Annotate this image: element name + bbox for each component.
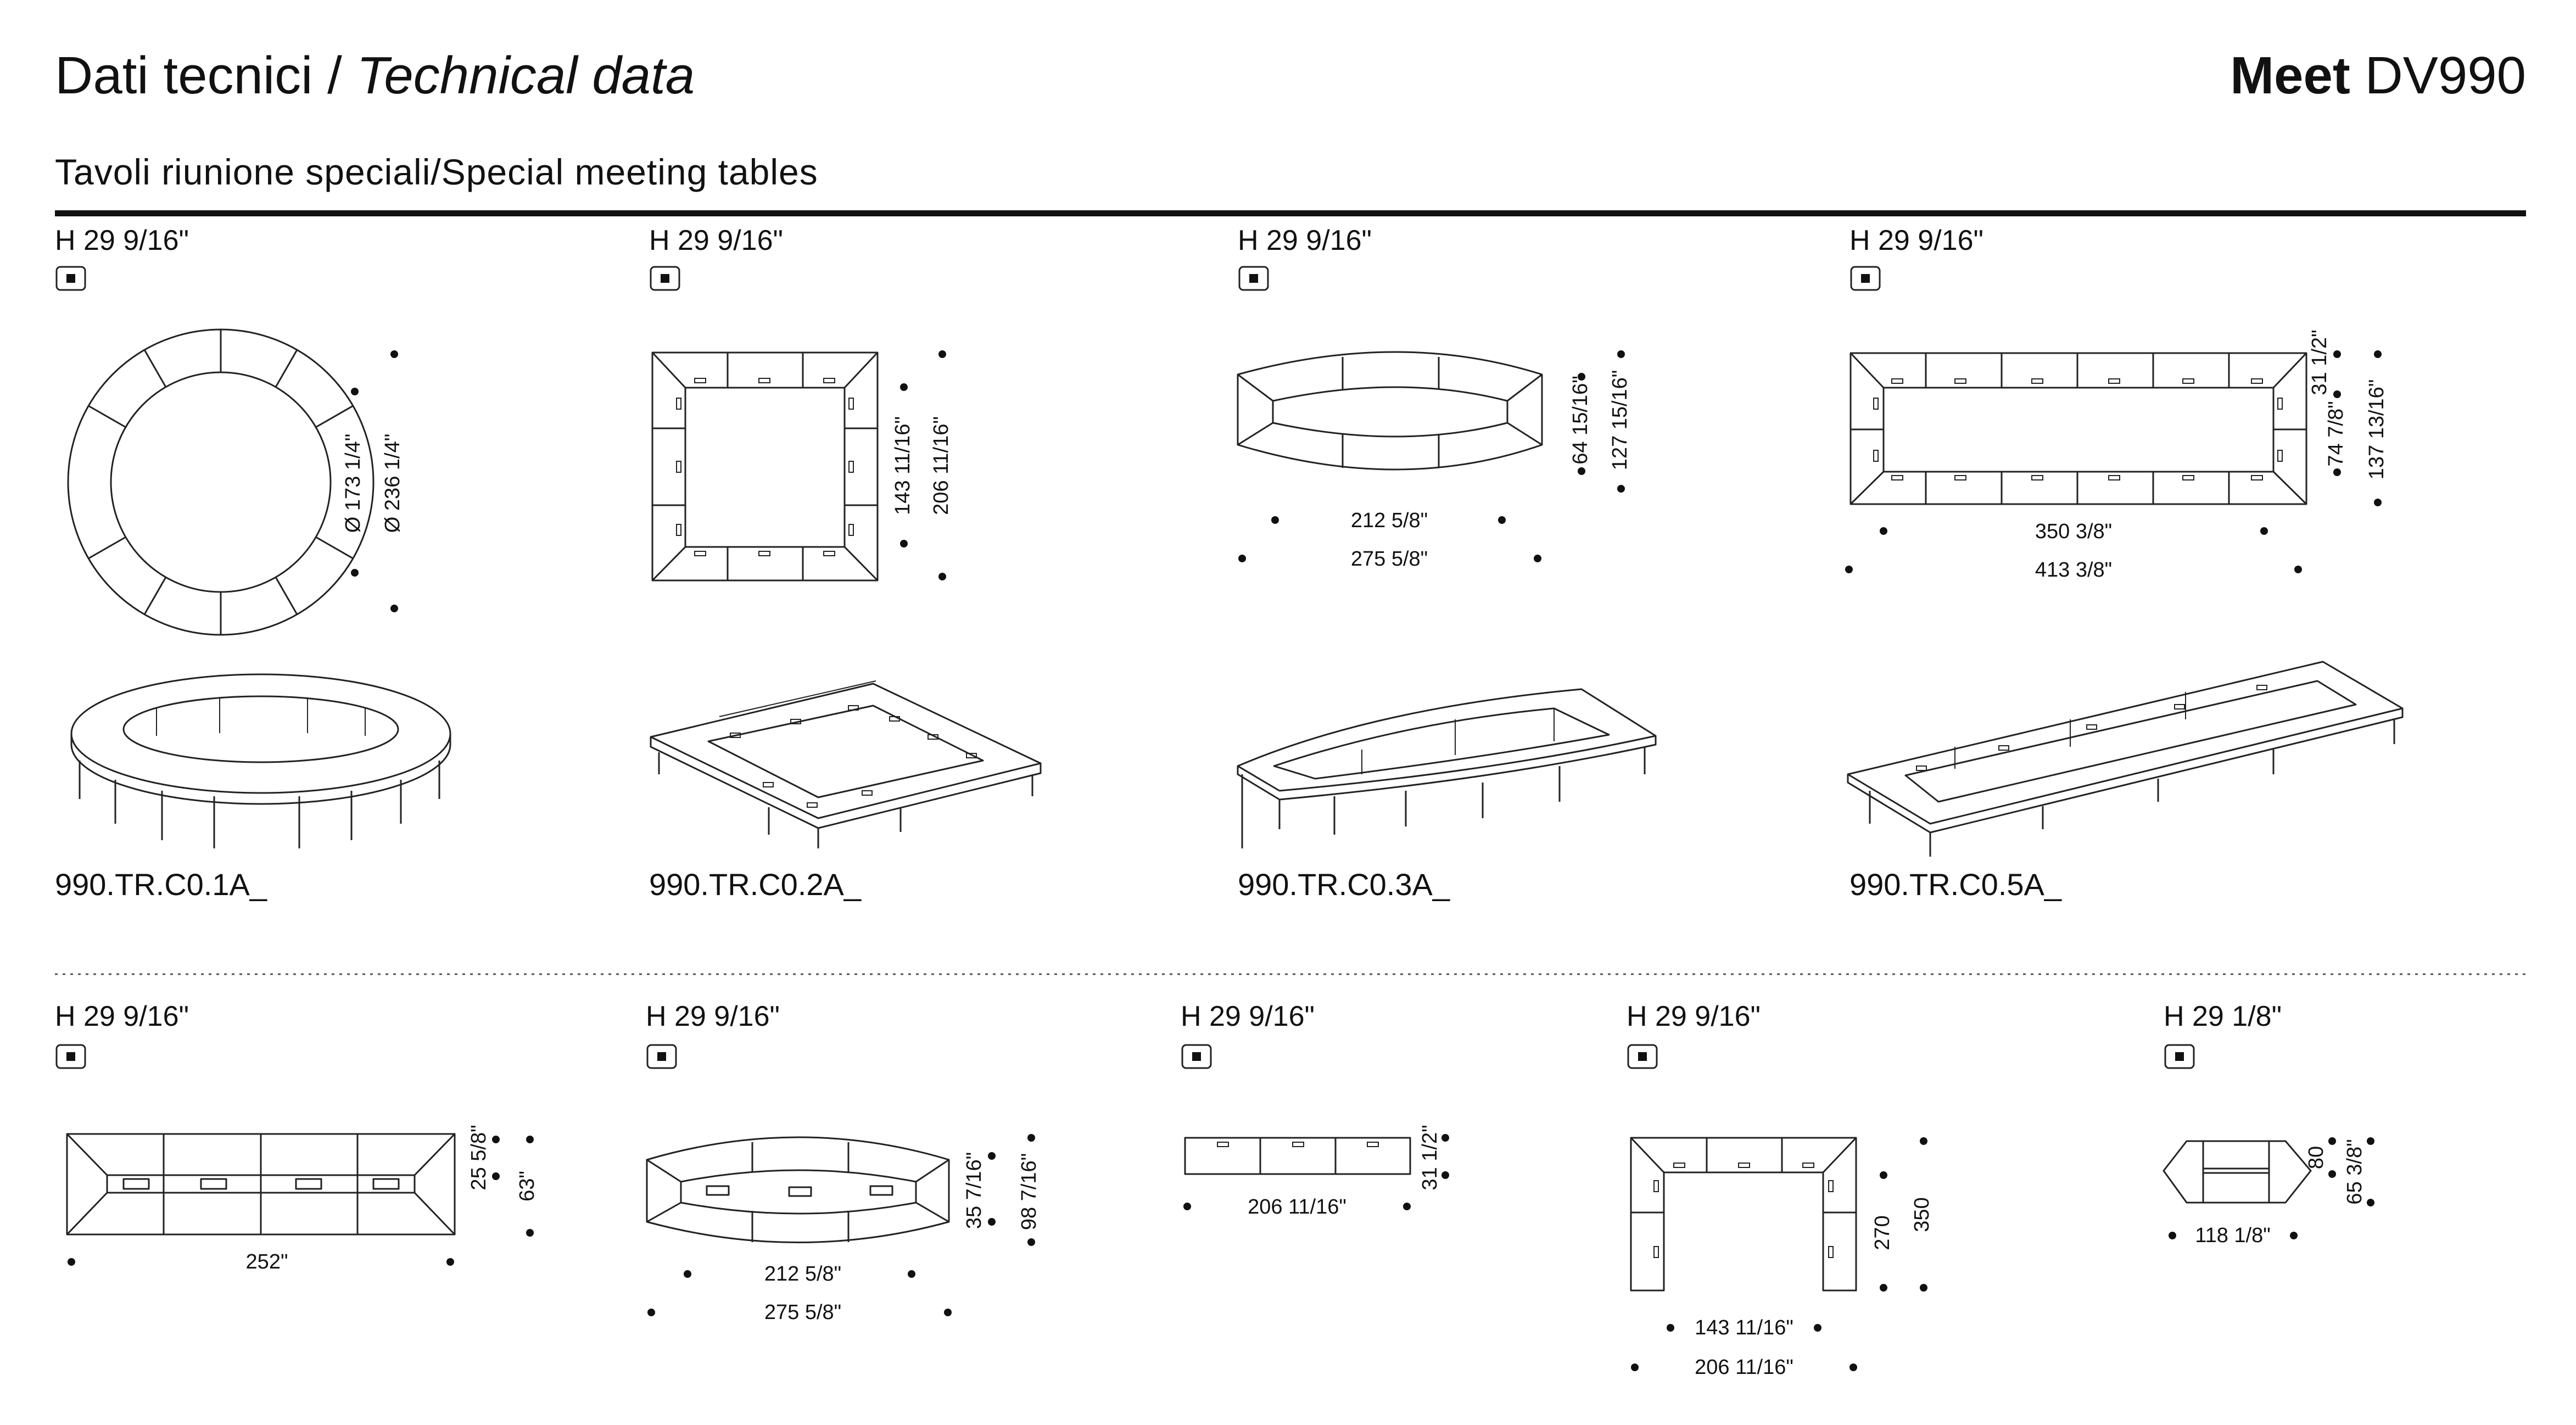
height-label-7: H 29 9/16": [1181, 1001, 1315, 1032]
dim-boat-length-outer: 275 5/8": [1351, 547, 1428, 571]
table-plan-boat-small: 35 7/16" 98 7/16" 212 5/8" 275 5/8": [646, 1134, 1041, 1324]
power-outlet-icon: [646, 1044, 677, 1069]
table-perspective-boat: [1237, 688, 1657, 848]
dim-boat-width-inner: 64 15/16": [1569, 376, 1592, 464]
power-outlet-icon: [1238, 266, 1269, 291]
height-label-5: H 29 9/16": [55, 1001, 189, 1032]
row2-labels: H 29 9/16" H 29 9/16" H 29 9/16" H 29 9/…: [55, 1001, 2282, 1032]
dim-boat-width-outer: 127 15/16": [1608, 370, 1631, 471]
dim-hex-small-depth-outer: 65 3/8": [2343, 1139, 2366, 1204]
power-outlet-icon: [1850, 266, 1881, 291]
product-code-1: 990.TR.C0.1A_: [55, 867, 267, 902]
height-label-9: H 29 1/8": [2164, 1001, 2282, 1032]
table-plan-long: 31 1/2" 74 7/8" 137 13/16" 350 3/8" 413 …: [1845, 329, 2388, 582]
dim-inner-diameter: Ø 173 1/4": [342, 434, 365, 533]
dim-outer-side: 206 11/16": [930, 416, 953, 515]
dim-u-width-inner: 143 11/16": [1695, 1316, 1793, 1339]
dim-boat-small-width-outer: 98 7/16": [1018, 1153, 1041, 1230]
height-label-2: H 29 9/16": [649, 225, 783, 256]
table-perspective-long: [1847, 661, 2404, 857]
height-label-3: H 29 9/16": [1238, 225, 1372, 256]
dim-boat-length-inner: 212 5/8": [1351, 509, 1428, 532]
product-code-2: 990.TR.C0.2A_: [649, 867, 862, 902]
dim-boat-small-length-inner: 212 5/8": [764, 1262, 841, 1286]
product-code-3: 990.TR.C0.3A_: [1238, 867, 1450, 902]
power-outlet-icon: [1627, 1044, 1658, 1069]
dim-u-width-outer: 206 11/16": [1695, 1356, 1793, 1379]
dim-hex-small-length: 118 1/8": [2195, 1224, 2270, 1247]
height-label-4: H 29 9/16": [1849, 225, 1983, 256]
power-outlet-icon: [650, 266, 680, 291]
table-perspective-square: [650, 680, 1042, 848]
dim-u-depth-outer: 350: [1910, 1197, 1934, 1232]
height-label-6: H 29 9/16": [646, 1001, 780, 1032]
dim-long-depth-1: 31 1/2": [2308, 329, 2331, 395]
brand-title: Meet DV990: [2230, 46, 2526, 105]
table-perspective-round: [70, 673, 451, 848]
table-plan-u-shape: 270 350 143 11/16" 206 11/16": [1630, 1137, 1934, 1379]
table-plan-round: Ø 173 1/4" Ø 236 1/4": [67, 328, 404, 636]
dim-long-length-inner: 350 3/8": [2035, 520, 2112, 543]
page-title: Dati tecnici / Technical data: [55, 46, 695, 105]
power-outlet-icon: [55, 1044, 86, 1069]
dim-boat-small-width-inner: 35 7/16": [963, 1152, 986, 1229]
dim-outer-diameter: Ø 236 1/4": [381, 434, 404, 533]
table-plan-square: 143 11/16" 206 11/16": [651, 350, 953, 582]
dim-bench-depth: 31 1/2": [1418, 1125, 1441, 1190]
table-plan-bench: 31 1/2" 206 11/16": [1183, 1125, 1449, 1219]
height-label-1: H 29 9/16": [55, 225, 189, 256]
power-outlet-icon: [1181, 1044, 1212, 1069]
power-outlet-icon: [2164, 1044, 2195, 1069]
table-plan-hex-long: 25 5/8" 63" 252": [66, 1125, 539, 1273]
dim-long-depth-2: 74 7/8": [2324, 401, 2348, 466]
row1-labels: H 29 9/16" H 29 9/16" H 29 9/16" H 29 9/…: [55, 225, 1983, 256]
dim-hex-depth-inner: 25 5/8": [467, 1125, 490, 1190]
dim-inner-side: 143 11/16": [891, 416, 914, 515]
power-icons-row2: [55, 1044, 2195, 1069]
height-label-8: H 29 9/16": [1627, 1001, 1761, 1032]
product-code-4: 990.TR.C0.5A_: [1849, 867, 2062, 902]
dim-boat-small-length-outer: 275 5/8": [764, 1301, 841, 1324]
power-outlet-icon: [55, 266, 86, 291]
dim-long-depth-outer: 137 13/16": [2365, 379, 2388, 480]
table-plan-hex-small: 80 65 3/8" 118 1/8": [2163, 1137, 2374, 1247]
dim-hex-depth-outer: 63": [516, 1171, 539, 1202]
section-subtitle: Tavoli riunione speciali/Special meeting…: [55, 152, 818, 192]
power-icons-row1: [55, 266, 1881, 291]
dim-hex-length: 252": [246, 1250, 288, 1273]
dim-u-depth-inner: 270: [1871, 1215, 1894, 1250]
header-rule: [55, 210, 2526, 216]
dim-hex-small-depth-inner: 80: [2305, 1146, 2328, 1169]
dim-bench-length: 206 11/16": [1248, 1195, 1346, 1219]
table-plan-boat: 64 15/16" 127 15/16" 212 5/8" 275 5/8": [1237, 350, 1631, 571]
dim-long-length-outer: 413 3/8": [2035, 558, 2112, 582]
